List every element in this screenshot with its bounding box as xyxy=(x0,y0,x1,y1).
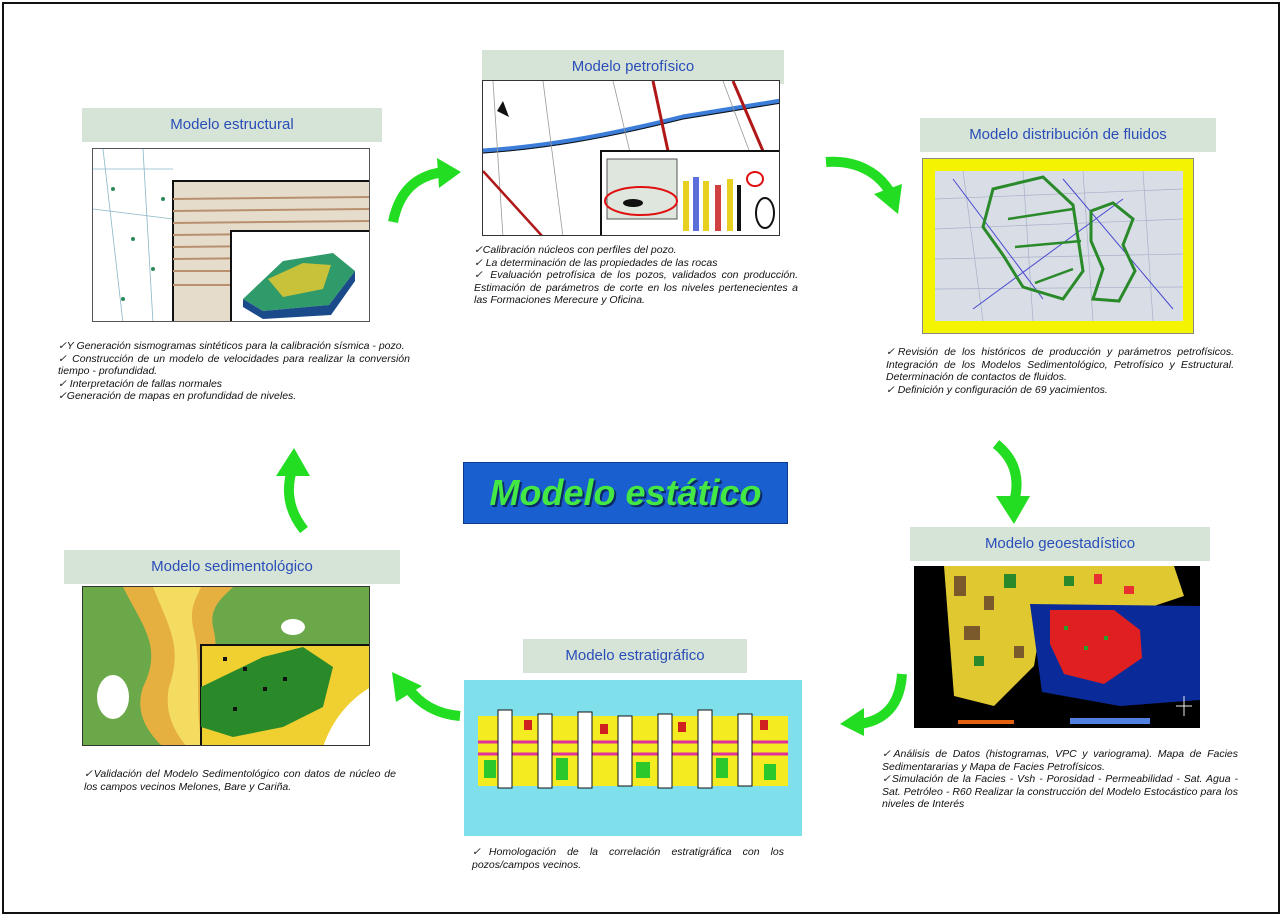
center-title: Modelo estático xyxy=(489,472,762,513)
header-estructural: Modelo estructural xyxy=(82,108,382,142)
arrow-fluidos-to-geoestadistico xyxy=(992,440,1030,524)
bullet: ✓Generación de mapas en profundidad de n… xyxy=(58,390,297,403)
arrow-sedimentologico-to-estructural xyxy=(276,448,310,534)
header-fluidos: Modelo distribución de fluidos xyxy=(920,118,1216,152)
arrow-estratigrafico-to-sedimentologico xyxy=(392,672,461,721)
header-petrofisico: Modelo petrofísico xyxy=(482,50,784,84)
figure-fluidos xyxy=(922,158,1194,334)
bullet: ✓ Interpretación de fallas normales xyxy=(58,377,223,390)
figure-estratigrafico xyxy=(464,680,802,836)
bullet: ✓Y Generación sismogramas sintéticos par… xyxy=(58,340,405,352)
arrow-estructural-to-petrofisico xyxy=(388,158,461,224)
header-geoestadistico: Modelo geoestadístico xyxy=(910,527,1210,561)
bullet: ✓Validación del Modelo Sedimentológico c… xyxy=(84,768,396,793)
figure-petrofisico xyxy=(482,80,780,236)
bullet: ✓Simulación de la Facies - Vsh - Porosid… xyxy=(882,773,1238,811)
bullet: ✓Análisis de Datos (histogramas, VPC y v… xyxy=(882,748,1238,773)
header-estratigrafico: Modelo estratigráfico xyxy=(523,639,747,673)
desc-petrofisico: ✓Calibración núcleos con perfiles del po… xyxy=(474,244,798,307)
center-title-box: Modelo estático xyxy=(463,462,788,524)
bullet: ✓Homologación de la correlación estratig… xyxy=(472,846,784,871)
bullet: ✓Calibración núcleos con perfiles del po… xyxy=(474,244,677,256)
desc-fluidos: ✓Revisión de los históricos de producció… xyxy=(886,346,1234,396)
bullet: ✓ La determinación de las propiedades de… xyxy=(474,256,718,269)
desc-estratigrafico: ✓Homologación de la correlación estratig… xyxy=(472,846,784,871)
bullet: ✓ Definición y configuración de 69 yacim… xyxy=(886,383,1108,396)
desc-estructural: ✓Y Generación sismogramas sintéticos par… xyxy=(58,340,410,403)
desc-geoestadistico: ✓Análisis de Datos (histogramas, VPC y v… xyxy=(882,748,1238,811)
desc-sedimentologico: ✓Validación del Modelo Sedimentológico c… xyxy=(84,768,396,793)
figure-estructural xyxy=(92,148,370,322)
bullet: ✓ Construcción de un modelo de velocidad… xyxy=(58,352,410,378)
arrow-petrofisico-to-fluidos xyxy=(825,156,902,214)
figure-geoestadistico xyxy=(914,566,1200,728)
bullet: ✓Revisión de los históricos de producció… xyxy=(886,346,1234,384)
header-sedimentologico: Modelo sedimentológico xyxy=(64,550,400,584)
bullet: ✓ Evaluación petrofísica de los pozos, v… xyxy=(474,269,798,307)
figure-sedimentologico xyxy=(82,586,370,746)
arrow-geoestadistico-to-estratigrafico xyxy=(840,673,907,736)
